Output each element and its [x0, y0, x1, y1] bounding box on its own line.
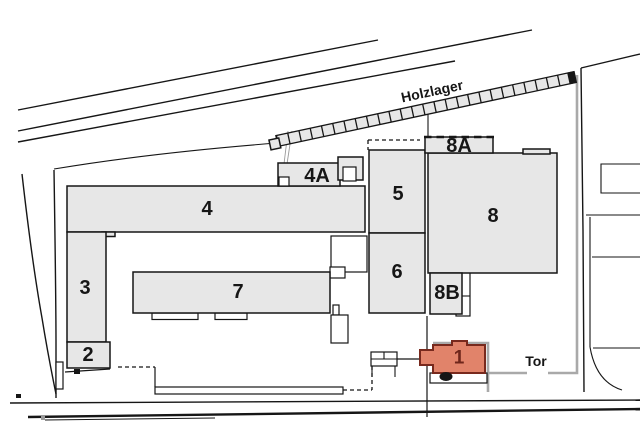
east-boundary: [580, 53, 640, 393]
building-7-label[interactable]: 7: [232, 281, 244, 303]
building-3-label[interactable]: 3: [79, 277, 91, 299]
building-5-shape[interactable]: [368, 149, 426, 234]
buildings: [66, 135, 558, 374]
building-2-label[interactable]: 2: [82, 344, 94, 366]
building-4a-label[interactable]: 4A: [304, 165, 330, 187]
building-1-label[interactable]: 1: [453, 347, 465, 369]
building-8-label[interactable]: 8: [487, 205, 499, 227]
tor-label: Tor: [525, 353, 547, 369]
building-6-label[interactable]: 6: [391, 261, 403, 283]
building-4a-annex-notch: [342, 166, 357, 182]
holzlager-strip: [275, 70, 578, 148]
east-neighbor-structures: [586, 163, 640, 391]
building-8-notch: [522, 148, 551, 155]
building-1-tank-mark: [439, 372, 453, 381]
south-road-lines: [9, 399, 640, 421]
building-5-label[interactable]: 5: [392, 183, 404, 205]
building-4a-foot-notch: [278, 176, 290, 187]
holzlager-strip-end-block: [268, 137, 282, 151]
building-2-mark: [74, 369, 80, 374]
dashed-outlines: [118, 139, 420, 391]
building-2-shape[interactable]: [66, 341, 111, 369]
west-boundary: [21, 169, 57, 398]
building-4-shape[interactable]: [66, 185, 366, 233]
building-8a-shape[interactable]: [424, 136, 494, 154]
building-6-shape[interactable]: [368, 232, 426, 314]
building-1-group: [419, 340, 486, 381]
ground-marks: [16, 394, 45, 420]
building-1-shape[interactable]: [419, 340, 486, 374]
north-road-lines: [17, 29, 533, 170]
building-8b-label[interactable]: 8B: [434, 282, 460, 304]
building-3-shape[interactable]: [66, 231, 107, 343]
building-7-shape[interactable]: [132, 271, 331, 314]
building-4-label[interactable]: 4: [201, 198, 213, 220]
building-8b-shape[interactable]: [429, 272, 463, 315]
building-8a-label[interactable]: 8A: [446, 135, 472, 157]
building-8-shape[interactable]: [427, 152, 558, 274]
